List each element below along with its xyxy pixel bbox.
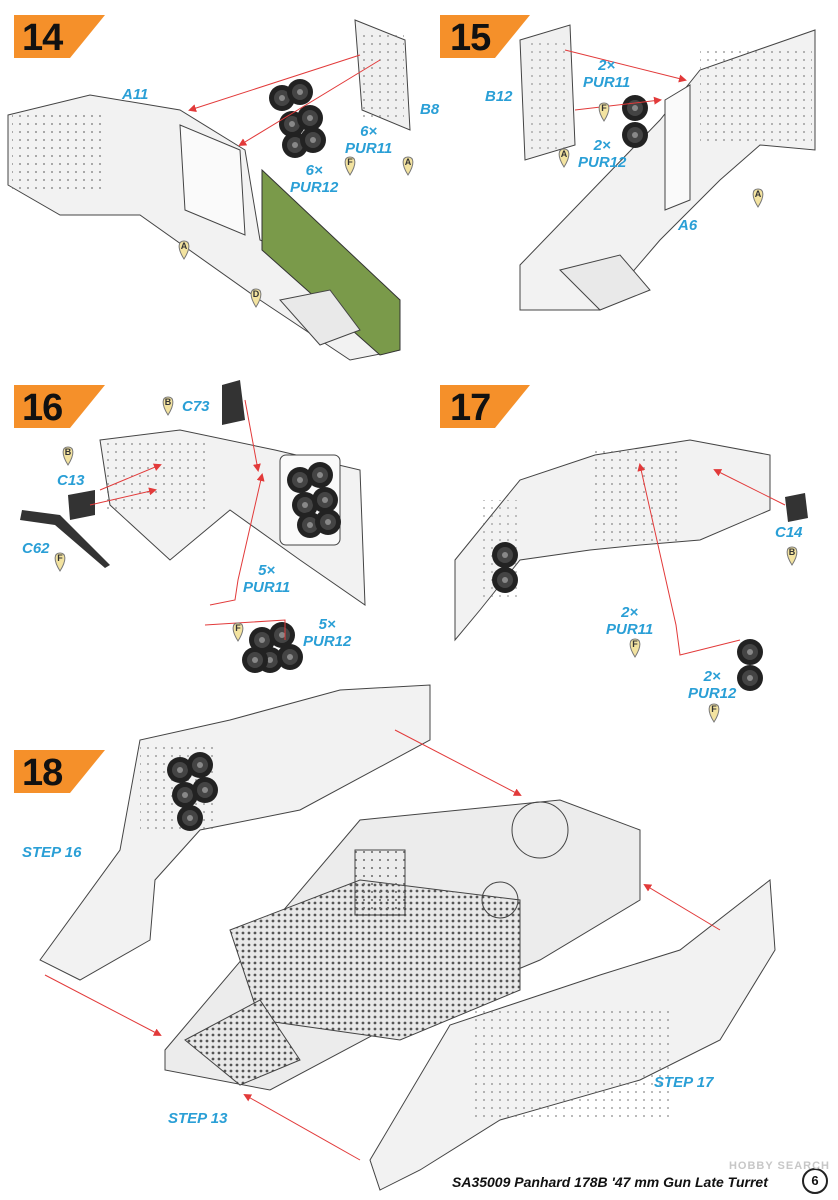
step-18-number: 18 [22, 752, 63, 794]
part-label-a6: A6 [678, 217, 698, 234]
glue-tag-icon: F [706, 703, 722, 723]
glue-tag-icon: D [248, 288, 264, 308]
part-label-pur11-step16: 5× PUR11 [243, 562, 291, 596]
part-label-pur12-step17: 2× PUR12 [688, 668, 737, 702]
glue-tag-icon: F [627, 638, 643, 658]
watermark: HOBBY SEARCH [728, 1160, 830, 1172]
part-label-c14: C14 [775, 524, 803, 541]
part-label-pur11-step14: 6× PUR11 [345, 123, 393, 157]
glue-tag-icon: A [400, 156, 416, 176]
step-15-badge-shape [440, 15, 530, 58]
glue-tag-icon: F [52, 552, 68, 572]
step-15-drawing [519, 24, 816, 311]
part-label-a11: A11 [122, 86, 149, 103]
step-reference-17: STEP 17 [654, 1074, 714, 1091]
part-label-pur12-step15: 2× PUR12 [578, 137, 627, 171]
step-reference-13: STEP 13 [168, 1110, 228, 1127]
step-17-badge-shape [440, 385, 530, 428]
glue-tag-icon: B [60, 446, 76, 466]
step-17-number: 17 [450, 387, 491, 429]
part-label-c13: C13 [57, 472, 85, 489]
step-16-number: 16 [22, 387, 63, 429]
glue-tag-icon: A [176, 240, 192, 260]
glue-tag-icon: B [784, 546, 800, 566]
part-label-pur12-step14: 6× PUR12 [290, 162, 339, 196]
glue-tag-icon: F [596, 102, 612, 122]
footer-title: SA35009 Panhard 178B '47 mm Gun Late Tur… [452, 1174, 768, 1190]
part-label-c73: C73 [182, 398, 210, 415]
step-14-number: 14 [22, 17, 63, 59]
part-label-c62: C62 [22, 540, 50, 557]
glue-tag-icon: F [342, 156, 358, 176]
glue-tag-icon: B [160, 396, 176, 416]
step-14-drawing [7, 19, 411, 361]
step-16-drawing [20, 380, 366, 673]
step-18-badge-shape [14, 750, 105, 793]
step-reference-16: STEP 16 [22, 844, 82, 861]
glue-tag-icon: F [230, 622, 246, 642]
part-label-pur11-step15: 2× PUR11 [583, 57, 631, 91]
part-label-b12: B12 [485, 88, 513, 105]
glue-tag-icon: A [750, 188, 766, 208]
part-label-pur11-step17: 2× PUR11 [606, 604, 654, 638]
glue-tag-icon: A [556, 148, 572, 168]
step-14-badge-shape [14, 15, 105, 58]
step-18-drawing [39, 684, 776, 1191]
part-label-b8: B8 [420, 101, 440, 118]
step-17-drawing [454, 439, 808, 691]
part-label-pur12-step16: 5× PUR12 [303, 616, 352, 650]
page-number: 6 [802, 1168, 828, 1194]
step-15-number: 15 [450, 17, 491, 59]
step-16-badge-shape [14, 385, 105, 428]
